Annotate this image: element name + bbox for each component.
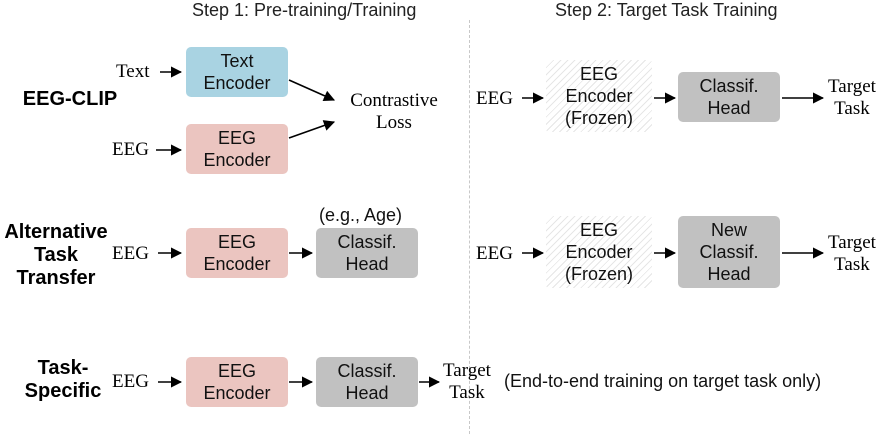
loss-line: Loss [376,112,412,133]
eeg-encoder-box: EEG Encoder [186,124,288,174]
step2-title: Step 2: Target Task Training [555,0,778,20]
row-label-line: Transfer [16,267,96,289]
row-label-task-specific: Task- Specific [0,357,126,403]
box-line: Head [345,383,389,403]
box-line: Head [707,98,751,118]
eeg-encoder-box: EEG Encoder [186,357,288,407]
row-label-line: Specific [24,380,102,402]
target-line: Task [449,382,485,403]
target-line: Task [834,254,870,275]
eeg-input-label: EEG [112,139,149,160]
box-line: Head [707,264,751,284]
box-line: Classif. [337,361,397,381]
box-line: New [710,220,747,240]
box-line: EEG [579,64,618,84]
classif-head-box: Classif. Head [678,72,780,122]
box-line: Text [220,51,254,71]
step2-eeg-input-label: EEG [476,243,513,264]
contrastive-loss-label: Contrastive Loss [342,90,446,134]
box-line: Encoder [203,383,271,403]
box-line: (Frozen) [564,108,633,128]
box-line: Encoder [565,86,633,106]
eeg-input-label: EEG [112,243,149,264]
row-label-line: Alternative [4,221,108,243]
box-line: Encoder [203,254,271,274]
row-label-alternative-task-transfer: Alternative Task Transfer [0,221,112,290]
step-divider [469,20,470,434]
box-line: Head [345,254,389,274]
text-input-label: Text [116,61,150,82]
frozen-eeg-encoder-box: EEG Encoder (Frozen) [546,60,652,132]
target-task-label: Target Task [828,76,876,120]
arrow-eeg-encoder-to-loss [288,120,336,139]
end-to-end-note: (End-to-end training on target task only… [504,371,822,391]
step2-eeg-input-label: EEG [476,88,513,109]
frozen-eeg-encoder-box: EEG Encoder (Frozen) [546,216,652,288]
classif-head-box: Classif. Head [316,357,418,407]
target-line: Task [834,98,870,119]
target-line: Target [828,76,876,97]
box-line: EEG [217,128,256,148]
box-line: Classif. [337,232,397,252]
box-line: EEG [217,232,256,252]
box-line: Encoder [203,150,271,170]
step1-title: Step 1: Pre-training/Training [192,0,417,20]
text-encoder-box: Text Encoder [186,47,288,97]
row-label-line: Task [33,244,79,266]
loss-line: Contrastive [350,90,438,111]
row-label-line: EEG-CLIP [22,88,118,110]
eeg-input-label: EEG [112,371,149,392]
arrow-text-encoder-to-loss [288,79,336,102]
target-line: Target [828,232,876,253]
new-classif-head-box: New Classif. Head [678,216,780,288]
box-line: Classif. [699,242,759,262]
box-line: EEG [217,361,256,381]
box-line: EEG [579,220,618,240]
target-task-label: Target Task [443,360,491,404]
box-line: Encoder [203,73,271,93]
target-task-label: Target Task [828,232,876,276]
box-line: Encoder [565,242,633,262]
box-line: (Frozen) [564,264,633,284]
head-example-note: (e.g., Age) [319,205,403,225]
box-line: Classif. [699,76,759,96]
target-line: Target [443,360,491,381]
eeg-encoder-box: EEG Encoder [186,228,288,278]
row-label-line: Task- [37,357,89,379]
row-label-eeg-clip: EEG-CLIP [0,88,140,111]
classif-head-box: Classif. Head [316,228,418,278]
